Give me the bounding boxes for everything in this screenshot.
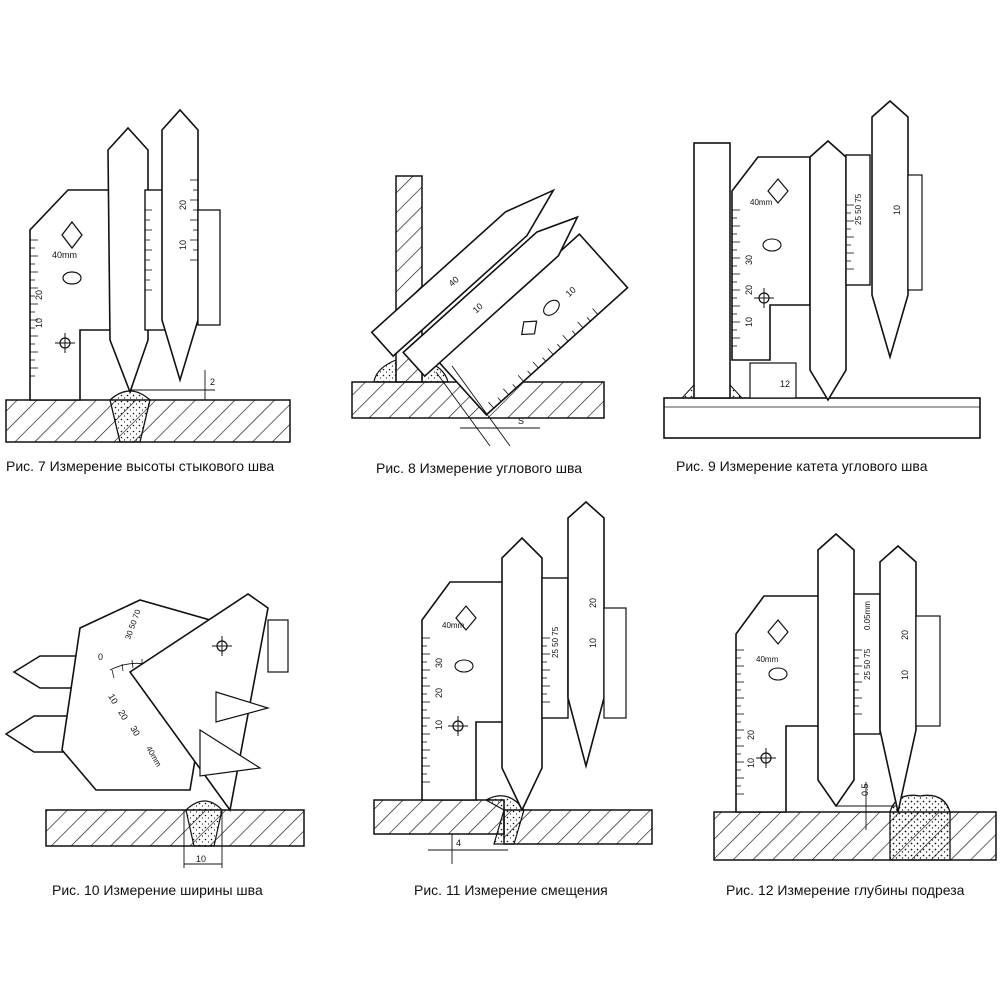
svg-text:10: 10 xyxy=(471,301,485,315)
svg-text:10: 10 xyxy=(564,285,578,299)
svg-text:40mm: 40mm xyxy=(750,198,773,207)
figure-10: 30 50 70 10 20 0 10 20 30 40mm 10 xyxy=(0,580,320,875)
svg-text:0: 0 xyxy=(98,652,103,662)
base-plate xyxy=(713,811,997,861)
weld-bead xyxy=(484,795,525,845)
svg-text:10: 10 xyxy=(744,317,754,327)
svg-text:30: 30 xyxy=(434,658,444,668)
logo-oval-icon xyxy=(62,271,82,285)
svg-text:25 50 75: 25 50 75 xyxy=(854,193,863,225)
right-plate xyxy=(503,809,653,845)
logo-diamond-icon xyxy=(521,320,538,336)
svg-text:20: 20 xyxy=(746,730,756,740)
logo-diamond-icon xyxy=(455,605,477,631)
dimension-s-label: S xyxy=(518,416,524,426)
gauge-body xyxy=(735,595,823,813)
pointer-blade xyxy=(501,536,543,812)
svg-text:10: 10 xyxy=(106,692,120,706)
svg-text:10: 10 xyxy=(900,670,910,680)
dimension-2-label: 2 xyxy=(210,377,215,387)
svg-text:40mm: 40mm xyxy=(756,655,779,664)
logo-oval-icon xyxy=(768,667,788,681)
caption-fig-9: Рис. 9 Измерение катета углового шва xyxy=(676,458,928,474)
depth-blade xyxy=(567,500,605,770)
pointer-blade xyxy=(402,215,580,378)
figure-12: 40mm 20 10 25 50 75 0.05mm 20 10 0.5 xyxy=(706,530,1000,870)
svg-text:20: 20 xyxy=(588,598,598,608)
logo-oval-icon xyxy=(762,238,782,252)
depth-blade xyxy=(370,188,556,358)
logo-diamond-icon xyxy=(61,220,83,250)
logo-oval-icon xyxy=(543,299,560,316)
logo-diamond-icon xyxy=(767,178,789,204)
svg-text:25 50 75: 25 50 75 xyxy=(863,648,872,680)
vertical-plate xyxy=(693,142,731,399)
svg-text:40mm: 40mm xyxy=(52,250,77,260)
logo-oval-icon xyxy=(454,659,474,673)
pointer-blade xyxy=(809,139,847,402)
svg-text:20: 20 xyxy=(900,630,910,640)
pointer-blade xyxy=(107,126,149,395)
svg-text:25 50 75: 25 50 75 xyxy=(551,626,560,658)
svg-text:40: 40 xyxy=(447,274,461,288)
svg-text:10: 10 xyxy=(34,318,44,328)
svg-text:10: 10 xyxy=(588,638,598,648)
svg-text:40mm: 40mm xyxy=(442,621,465,630)
base-plate xyxy=(45,809,305,847)
scale-slider xyxy=(845,154,871,286)
svg-text:30: 30 xyxy=(128,724,142,738)
svg-text:10: 10 xyxy=(746,758,756,768)
dimension-10-label: 10 xyxy=(196,854,206,864)
depth-blade xyxy=(871,99,909,360)
dimension-4-label: 4 xyxy=(456,838,461,848)
pointer-blade xyxy=(817,532,855,808)
caption-fig-12: Рис. 12 Измерение глубины подреза xyxy=(726,882,965,898)
svg-text:10: 10 xyxy=(892,205,902,215)
figure-9: 40mm 30 20 10 12 25 50 75 10 xyxy=(660,95,990,445)
logo-diamond-icon xyxy=(767,619,789,645)
svg-text:10: 10 xyxy=(434,720,444,730)
svg-text:20: 20 xyxy=(434,688,444,698)
svg-text:20: 20 xyxy=(34,290,44,300)
svg-text:20: 20 xyxy=(116,708,130,722)
dimension-0-5-label: 0.5 xyxy=(860,783,870,796)
scale-slider xyxy=(853,593,881,735)
svg-text:20: 20 xyxy=(178,200,188,210)
svg-text:20: 20 xyxy=(744,285,754,295)
depth-blade xyxy=(879,544,917,813)
left-plate xyxy=(373,799,505,835)
figure-7: 40mm 20 10 20 10 2 xyxy=(0,100,300,450)
caption-fig-8: Рис. 8 Измерение углового шва xyxy=(376,460,583,476)
fillet-weld-left xyxy=(373,359,397,383)
base-plate xyxy=(663,397,981,439)
weld-bead xyxy=(185,800,223,847)
caption-fig-7: Рис. 7 Измерение высоты стыкового шва xyxy=(6,458,275,474)
figure-8: 10 40 10 S xyxy=(340,110,660,455)
svg-text:30: 30 xyxy=(744,255,754,265)
svg-text:10: 10 xyxy=(178,240,188,250)
weld-bead xyxy=(109,390,151,443)
caption-fig-11: Рис. 11 Измерение смещения xyxy=(414,882,608,898)
gauge-body xyxy=(731,156,811,361)
figure-11: 40mm 30 20 10 25 50 75 20 10 4 xyxy=(368,498,658,868)
svg-text:0.05mm: 0.05mm xyxy=(863,601,872,630)
dimension-12-label: 12 xyxy=(780,379,790,389)
caption-fig-10: Рис. 10 Измерение ширины шва xyxy=(52,882,263,898)
